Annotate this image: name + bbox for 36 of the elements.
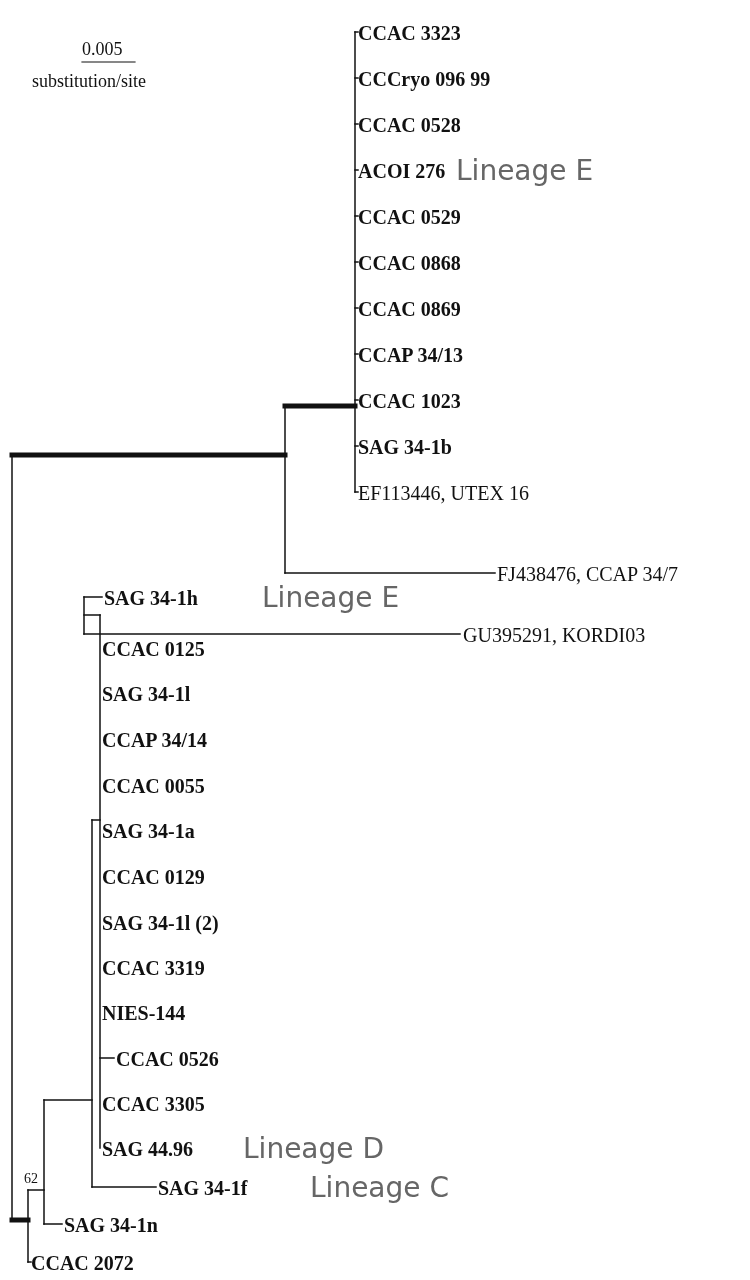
scale-value: 0.005 <box>82 39 123 60</box>
taxon-label: CCAC 0129 <box>102 866 205 889</box>
taxon-label: SAG 34-1a <box>102 820 195 843</box>
taxon-label: NIES-144 <box>102 1002 186 1025</box>
taxon-label: CCCryo 096 99 <box>358 68 491 91</box>
taxon-label: SAG 34-1n <box>64 1214 158 1237</box>
taxon-label: GU395291, KORDI03 <box>463 624 646 647</box>
taxon-label: CCAC 1023 <box>358 390 461 413</box>
taxon-label: CCAP 34/14 <box>102 729 207 752</box>
taxon-label: CCAC 0125 <box>102 638 205 661</box>
taxon-label: FJ438476, CCAP 34/7 <box>497 563 678 586</box>
taxon-label: CCAP 34/13 <box>358 344 463 367</box>
taxon-label: CCAC 0869 <box>358 298 461 321</box>
taxon-label: CCAC 0528 <box>358 114 461 137</box>
lineage-label: Lineage C <box>310 1171 449 1204</box>
taxon-label: CCAC 0868 <box>358 252 461 275</box>
taxon-label: CCAC 0055 <box>102 775 205 798</box>
taxon-label: SAG 34-1f <box>158 1177 248 1200</box>
taxon-label: CCAC 3319 <box>102 957 205 980</box>
taxon-label: EF113446, UTEX 16 <box>358 482 529 505</box>
lineage-label: Lineage E <box>456 154 594 187</box>
taxon-label: CCAC 3323 <box>358 22 461 45</box>
lineage-label: Lineage D <box>243 1132 384 1165</box>
taxon-label: SAG 34-1l <box>102 683 191 706</box>
bootstrap-value: 62 <box>24 1171 38 1187</box>
taxon-label: SAG 34-1l (2) <box>102 912 219 935</box>
taxon-label: CCAC 2072 <box>31 1252 134 1275</box>
taxon-label: CCAC 3305 <box>102 1093 205 1116</box>
taxon-label: SAG 34-1h <box>104 587 198 610</box>
taxon-label: ACOI 276 <box>358 160 446 183</box>
taxon-label: CCAC 0529 <box>358 206 461 229</box>
lineage-label: Lineage E <box>262 581 400 614</box>
taxon-label: SAG 34-1b <box>358 436 452 459</box>
scale-unit: substitution/site <box>32 71 146 92</box>
taxon-label: SAG 44.96 <box>102 1138 194 1161</box>
taxon-label: CCAC 0526 <box>116 1048 219 1071</box>
